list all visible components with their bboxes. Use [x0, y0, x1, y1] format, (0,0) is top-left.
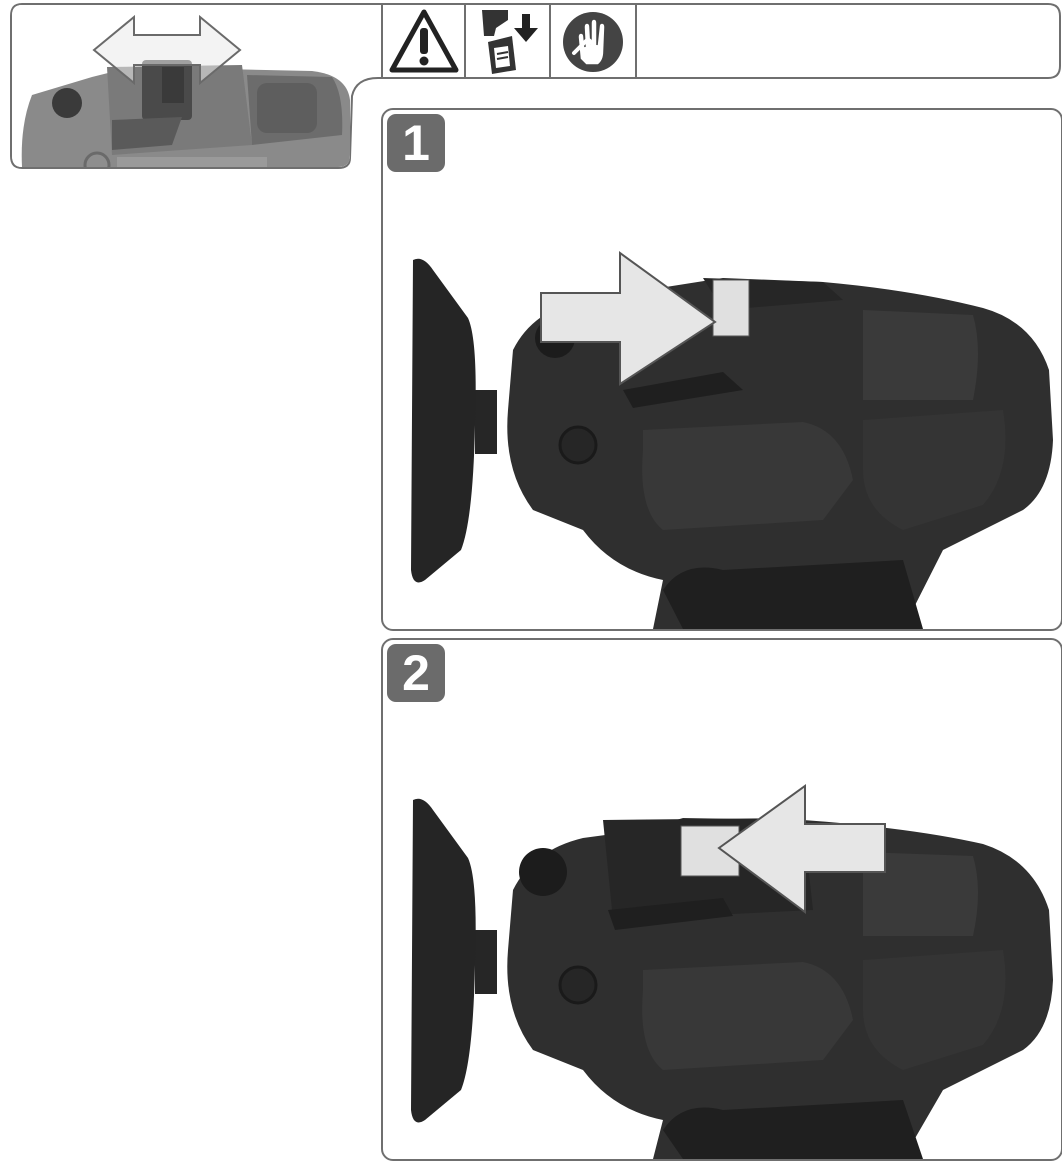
polishing-pad	[411, 798, 476, 1123]
polishing-pad	[411, 258, 476, 583]
warning-icon	[389, 9, 459, 73]
step-1-panel: 1	[381, 108, 1062, 631]
step-2-illustration	[411, 784, 1053, 1159]
wear-gloves-icon	[563, 12, 623, 72]
grinder-body	[475, 818, 1053, 1159]
header-band	[0, 0, 1062, 172]
step-1-illustration	[411, 251, 1053, 629]
arrow-left-icon	[717, 784, 886, 914]
double-arrow-icon	[92, 14, 242, 86]
step-2-panel: 2	[381, 638, 1062, 1161]
tool-top-thumbnail	[12, 5, 350, 167]
remove-battery-icon	[482, 10, 538, 74]
step-1-badge: 1	[387, 114, 445, 172]
step-2-badge: 2	[387, 644, 445, 702]
arrow-right-icon	[540, 251, 717, 386]
